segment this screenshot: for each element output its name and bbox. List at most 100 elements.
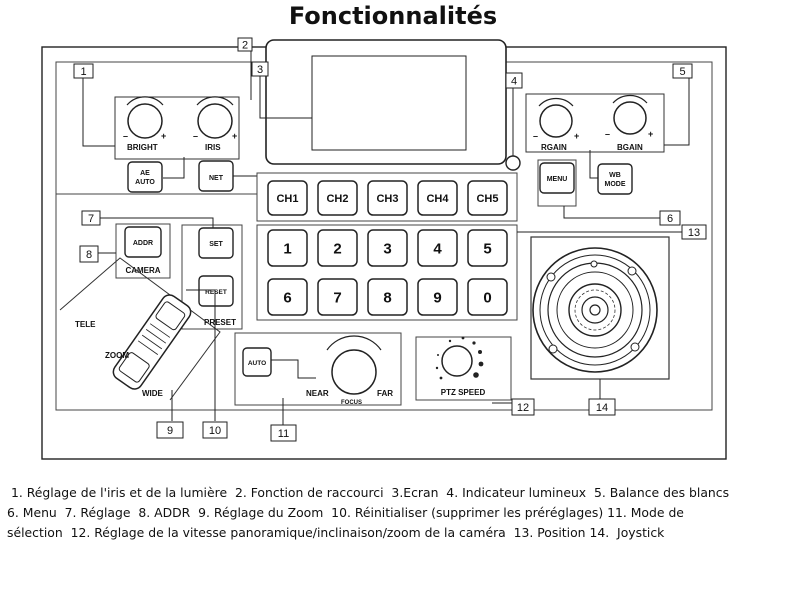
bright-label: BRIGHT xyxy=(127,143,158,152)
white-balance-frame xyxy=(525,93,665,153)
addr-button[interactable] xyxy=(124,226,162,258)
key-8-label: 8 xyxy=(383,289,391,306)
addr-label: ADDR xyxy=(133,240,153,247)
callout-10-box xyxy=(202,421,228,439)
key-1-label: 1 xyxy=(283,240,291,257)
caption-line-2: 6. Menu 7. Réglage 8. ADDR 9. Réglage du… xyxy=(7,505,684,520)
key-ch4-button[interactable] xyxy=(417,180,458,216)
callout-6-box xyxy=(659,210,681,226)
bgain-minus: – xyxy=(605,129,610,139)
callout-11-box xyxy=(270,424,297,442)
camera-frame xyxy=(115,223,171,279)
page-title: Fonctionnalités xyxy=(288,2,498,30)
iris-knob[interactable] xyxy=(197,103,233,139)
bgain-plus: + xyxy=(648,129,653,139)
key-ch3-button[interactable] xyxy=(367,180,408,216)
bgain-label: BGAIN xyxy=(617,143,643,152)
rgain-label: RGAIN xyxy=(541,143,567,152)
focus-knob[interactable] xyxy=(331,349,377,395)
reset-button[interactable] xyxy=(198,275,234,307)
screen-display xyxy=(311,55,467,151)
callout-14-label: 14 xyxy=(596,402,608,414)
wb-mode-button[interactable] xyxy=(597,163,633,195)
net-label: NET xyxy=(209,175,224,182)
callout-4-box xyxy=(505,72,523,89)
key-ch3-label: CH3 xyxy=(376,193,398,205)
callout-5-box xyxy=(672,63,693,79)
set-label: SET xyxy=(209,241,223,248)
rgain-knob[interactable] xyxy=(539,104,573,138)
key-ch5-label: CH5 xyxy=(476,193,498,205)
key-6-button[interactable] xyxy=(267,278,308,316)
callout-1-box xyxy=(73,63,94,79)
callout-leaders xyxy=(82,51,690,425)
callout-2-box xyxy=(237,37,253,52)
callout-8-box xyxy=(79,245,99,263)
callout-7-label: 7 xyxy=(88,213,94,225)
rgain-plus: + xyxy=(574,131,579,141)
iris-arc-icon xyxy=(196,96,234,106)
key-ch4-label: CH4 xyxy=(426,193,449,205)
callout-12-box xyxy=(511,398,535,416)
ae-auto-button[interactable] xyxy=(127,161,163,193)
ae-auto-label-2: AUTO xyxy=(135,179,155,186)
key-1-button[interactable] xyxy=(267,229,308,267)
key-ch5-button[interactable] xyxy=(467,180,508,216)
camera-label: CAMERA xyxy=(125,266,160,275)
key-0-label: 0 xyxy=(483,289,491,306)
key-ch1-label: CH1 xyxy=(276,193,298,205)
key-3-button[interactable] xyxy=(367,229,408,267)
focus-frame xyxy=(234,332,402,406)
key-0-button[interactable] xyxy=(467,278,508,316)
wb-link-line xyxy=(589,150,598,179)
focus-auto-label: AUTO xyxy=(248,360,266,367)
set-button[interactable] xyxy=(198,227,234,259)
callout-11-label: 11 xyxy=(278,428,289,440)
key-ch2-button[interactable] xyxy=(317,180,358,216)
key-5-button[interactable] xyxy=(467,229,508,267)
key-8-button[interactable] xyxy=(367,278,408,316)
callout-8-label: 8 xyxy=(86,249,92,261)
joystick[interactable] xyxy=(532,247,658,373)
ptz-speed-knob[interactable] xyxy=(441,345,473,377)
bgain-knob[interactable] xyxy=(613,101,647,135)
menu-button[interactable] xyxy=(539,162,575,194)
callout-4-label: 4 xyxy=(511,76,517,88)
focus-label: FOCUS xyxy=(341,400,362,406)
zoom-rocker[interactable] xyxy=(110,292,194,392)
callout-12-label: 12 xyxy=(517,402,529,414)
focus-auto-button[interactable] xyxy=(242,347,272,377)
menu-frame xyxy=(537,159,577,207)
iris-minus: – xyxy=(193,131,198,141)
near-label: NEAR xyxy=(306,389,329,398)
iris-label: IRIS xyxy=(205,143,221,152)
bright-arc-icon xyxy=(126,96,164,106)
key-6-label: 6 xyxy=(283,289,291,306)
key-ch1-button[interactable] xyxy=(267,180,308,216)
number-keys-frame xyxy=(256,224,518,321)
key-4-button[interactable] xyxy=(417,229,458,267)
callout-13-label: 13 xyxy=(688,227,700,239)
callout-3-label: 3 xyxy=(257,64,263,76)
ptz-speed-dots xyxy=(435,336,484,380)
key-2-button[interactable] xyxy=(317,229,358,267)
ae-link-line xyxy=(163,157,185,179)
callout-10-label: 10 xyxy=(209,425,221,437)
key-9-button[interactable] xyxy=(417,278,458,316)
preset-label: PRESET xyxy=(204,318,236,327)
caption: 1. Réglage de l'iris et de la lumière 2.… xyxy=(7,483,797,543)
callout-9-label: 9 xyxy=(167,425,173,437)
key-5-label: 5 xyxy=(483,240,491,257)
callout-13-box xyxy=(681,224,707,240)
bright-knob[interactable] xyxy=(127,103,163,139)
callout-14-box xyxy=(588,398,616,416)
screen-housing xyxy=(265,39,507,165)
key-7-button[interactable] xyxy=(317,278,358,316)
zoom-label: ZOOM xyxy=(105,351,129,360)
callout-1-label: 1 xyxy=(80,66,86,78)
preset-frame xyxy=(181,224,243,330)
ae-auto-label-1: AE xyxy=(140,170,150,177)
callout-3-box xyxy=(251,61,269,77)
